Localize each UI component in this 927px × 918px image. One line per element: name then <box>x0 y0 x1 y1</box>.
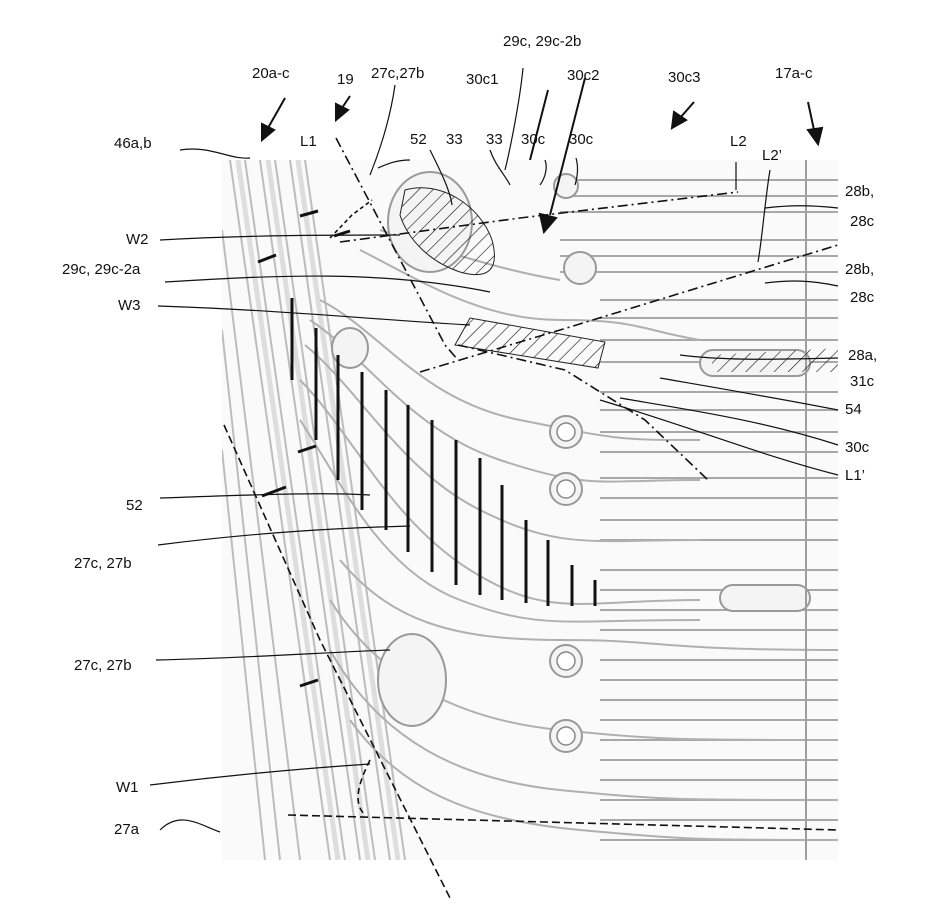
label-33-a: 33 <box>446 132 463 148</box>
label-46a-b: 46a,b <box>114 136 152 152</box>
label-28a: 28a, <box>848 348 877 364</box>
label-27c-27b-mid: 27c, 27b <box>74 556 132 572</box>
label-28b-2: 28b, <box>845 262 874 278</box>
label-L2: L2 <box>730 134 747 150</box>
label-17a-c: 17a-c <box>775 66 813 82</box>
label-30c-c: 30c <box>845 440 869 456</box>
label-L1-prime: L1’ <box>845 468 865 484</box>
label-L2-prime: L2’ <box>762 148 782 164</box>
label-20a-c: 20a-c <box>252 66 290 82</box>
label-W3: W3 <box>118 298 141 314</box>
label-27c-27b-low: 27c, 27b <box>74 658 132 674</box>
label-52-mid: 52 <box>126 498 143 514</box>
label-L1: L1 <box>300 134 317 150</box>
label-29c-29c-2a: 29c, 29c-2a <box>62 262 140 278</box>
label-29c-29c-2b: 29c, 29c-2b <box>503 34 581 50</box>
label-30c3: 30c3 <box>668 70 701 86</box>
label-52-top: 52 <box>410 132 427 148</box>
label-30c2: 30c2 <box>567 68 600 84</box>
plate-texture <box>222 160 838 860</box>
label-W2: W2 <box>126 232 149 248</box>
label-27c-27b-top: 27c,27b <box>371 66 424 82</box>
label-28c-2: 28c <box>850 290 874 306</box>
label-33-b: 33 <box>486 132 503 148</box>
label-30c-a: 30c <box>521 132 545 148</box>
label-19: 19 <box>337 72 354 88</box>
label-28c-1: 28c <box>850 214 874 230</box>
label-28b-1: 28b, <box>845 184 874 200</box>
label-31c: 31c <box>850 374 874 390</box>
label-30c-b: 30c <box>569 132 593 148</box>
label-30c1: 30c1 <box>466 72 499 88</box>
label-27a: 27a <box>114 822 139 838</box>
label-54: 54 <box>845 402 862 418</box>
label-W1: W1 <box>116 780 139 796</box>
